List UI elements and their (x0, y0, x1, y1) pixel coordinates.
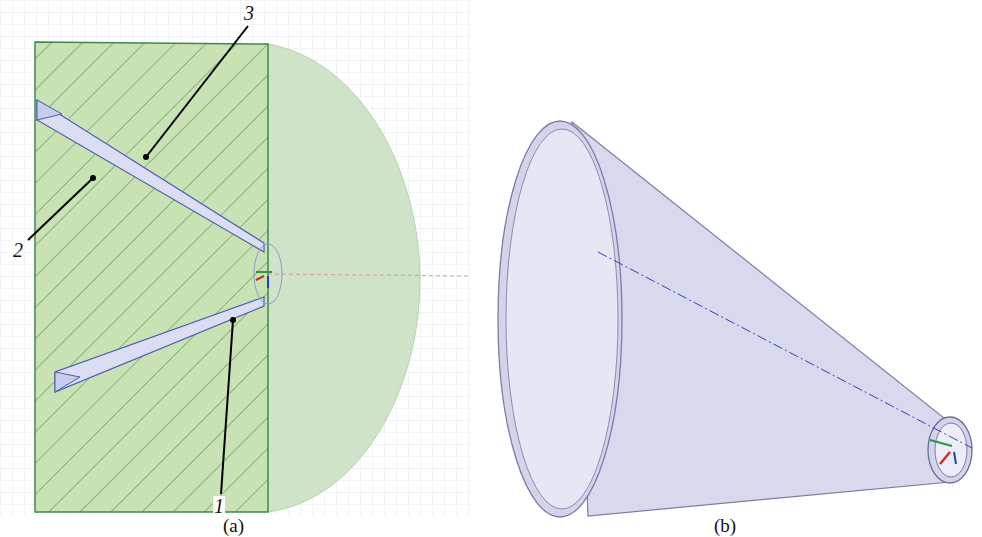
cylinder-body (268, 44, 420, 512)
cone-wall-section (55, 297, 264, 392)
callout-number: 1 (213, 496, 225, 516)
axis-marker (954, 452, 956, 464)
cone-inner (506, 129, 618, 509)
cone-shell (572, 122, 950, 516)
axis-line (598, 252, 972, 448)
cone-small-end (928, 417, 972, 483)
leader-dot (230, 317, 236, 323)
callout-number: 2 (12, 240, 24, 260)
leader-dot (143, 154, 149, 160)
panel-label: (a) (222, 516, 245, 535)
cone-flange (55, 372, 80, 392)
axis-marker (256, 276, 264, 280)
panel-label: (b) (713, 516, 737, 535)
axis-marker (940, 452, 950, 464)
cone-wall-section (37, 100, 264, 252)
leader-line (28, 178, 93, 240)
section-face (35, 42, 268, 512)
callout-number: 3 (243, 3, 255, 23)
axis-marker (256, 271, 272, 273)
cone-flange (37, 100, 62, 120)
leader-dot (90, 175, 96, 181)
axis-line (268, 274, 470, 276)
axis-marker (267, 276, 269, 288)
grid-ground (0, 0, 470, 515)
leader-line (146, 26, 248, 157)
axis-marker (930, 440, 952, 446)
cone-large-end (498, 121, 622, 517)
leader-line (221, 320, 233, 494)
